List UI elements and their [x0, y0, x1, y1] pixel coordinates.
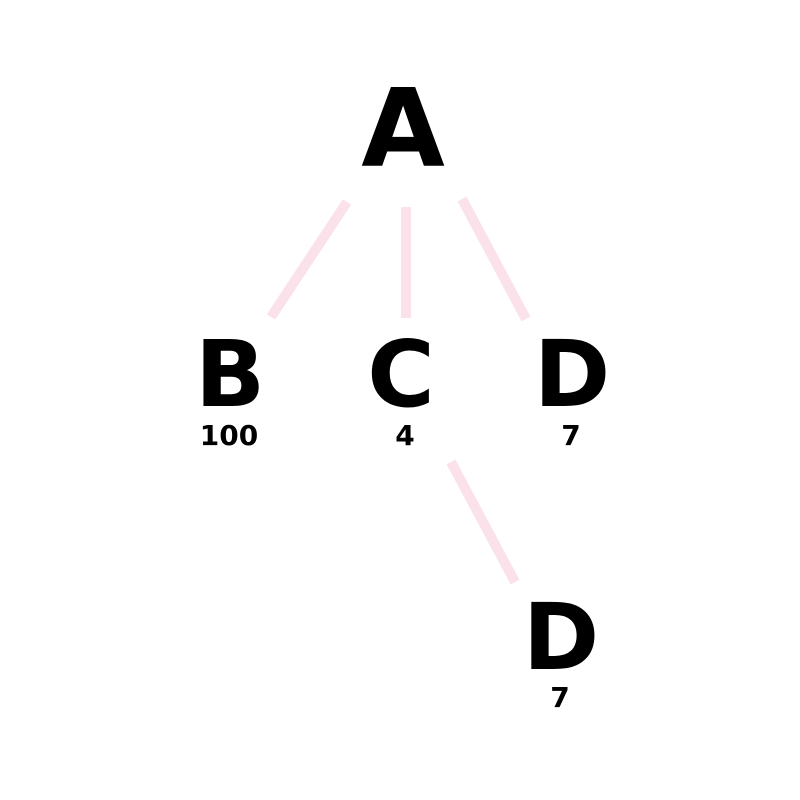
- node-b-value: 100: [199, 419, 259, 452]
- node-a-label: A: [361, 67, 445, 192]
- node-b-label: B: [194, 321, 266, 428]
- node-grandchild-d-value: 7: [550, 681, 570, 714]
- edge-c-d: [446, 459, 520, 585]
- node-d-label: D: [533, 321, 611, 428]
- node-c-value: 4: [395, 419, 415, 452]
- node-grandchild-d-label: D: [522, 584, 600, 691]
- edge-a-d: [457, 196, 531, 322]
- node-c-label: C: [367, 321, 435, 428]
- edge-a-b: [266, 199, 352, 320]
- node-d-value: 7: [561, 419, 581, 452]
